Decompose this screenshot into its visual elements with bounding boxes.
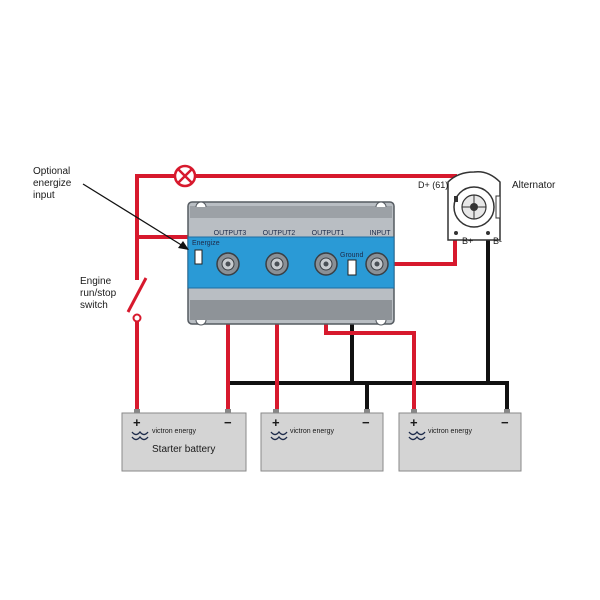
victron-logo-icon <box>131 430 149 441</box>
output2-stud <box>265 252 289 276</box>
svg-text:switch: switch <box>80 300 108 311</box>
energize-label: Energize <box>192 240 220 247</box>
battery-brand: victron energy <box>290 428 334 435</box>
battery-minus-sign: − <box>224 415 232 430</box>
energize-terminal <box>194 249 203 265</box>
b-minus-label: B- <box>493 236 502 246</box>
ground-terminal <box>347 259 357 276</box>
svg-text:Engine: Engine <box>80 276 112 287</box>
battery-plus-sign: + <box>410 415 418 430</box>
port-label-input: INPUT <box>370 230 392 237</box>
battery-minus-sign: − <box>501 415 509 430</box>
isolator-top-fins <box>190 206 392 218</box>
battery-caption: Starter battery <box>152 444 215 455</box>
battery-3: + − victron energy <box>398 409 522 472</box>
engine-switch-label: Engine run/stop switch <box>80 276 117 311</box>
input-wire <box>378 240 457 266</box>
warning-lamp-icon <box>173 164 197 188</box>
starter-battery: + − victron energy Starter battery <box>121 409 247 472</box>
alternator-icon <box>447 170 501 241</box>
svg-text:energize: energize <box>33 178 72 189</box>
svg-text:run/stop: run/stop <box>80 288 117 299</box>
engine-switch-icon <box>126 277 148 323</box>
battery-2: + − victron energy <box>260 409 384 472</box>
optional-input-label: Optional energize input <box>33 166 72 201</box>
victron-logo-icon <box>408 430 426 441</box>
battery-plus-sign: + <box>133 415 141 430</box>
svg-text:input: input <box>33 190 55 201</box>
svg-text:Optional: Optional <box>33 166 70 177</box>
port-label-output1: OUTPUT1 <box>312 230 345 237</box>
port-label-output2: OUTPUT2 <box>263 230 296 237</box>
annotation-arrow <box>82 183 189 250</box>
output1-stud <box>314 252 338 276</box>
victron-logo-icon <box>270 430 288 441</box>
battery-minus-sign: − <box>362 415 370 430</box>
battery-brand: victron energy <box>152 428 196 435</box>
battery3-negative-wire <box>488 381 509 411</box>
isolator-bottom-fins <box>190 300 392 320</box>
port-label-output3: OUTPUT3 <box>214 230 247 237</box>
input-stud <box>365 252 389 276</box>
d-plus-label: D+ (61) <box>418 180 448 190</box>
alternator-label: Alternator <box>512 180 556 191</box>
b-plus-label: B+ <box>462 236 473 246</box>
battery-brand: victron energy <box>428 428 472 435</box>
ground-label: Ground <box>340 252 363 259</box>
output3-stud <box>216 252 240 276</box>
battery-plus-sign: + <box>272 415 280 430</box>
